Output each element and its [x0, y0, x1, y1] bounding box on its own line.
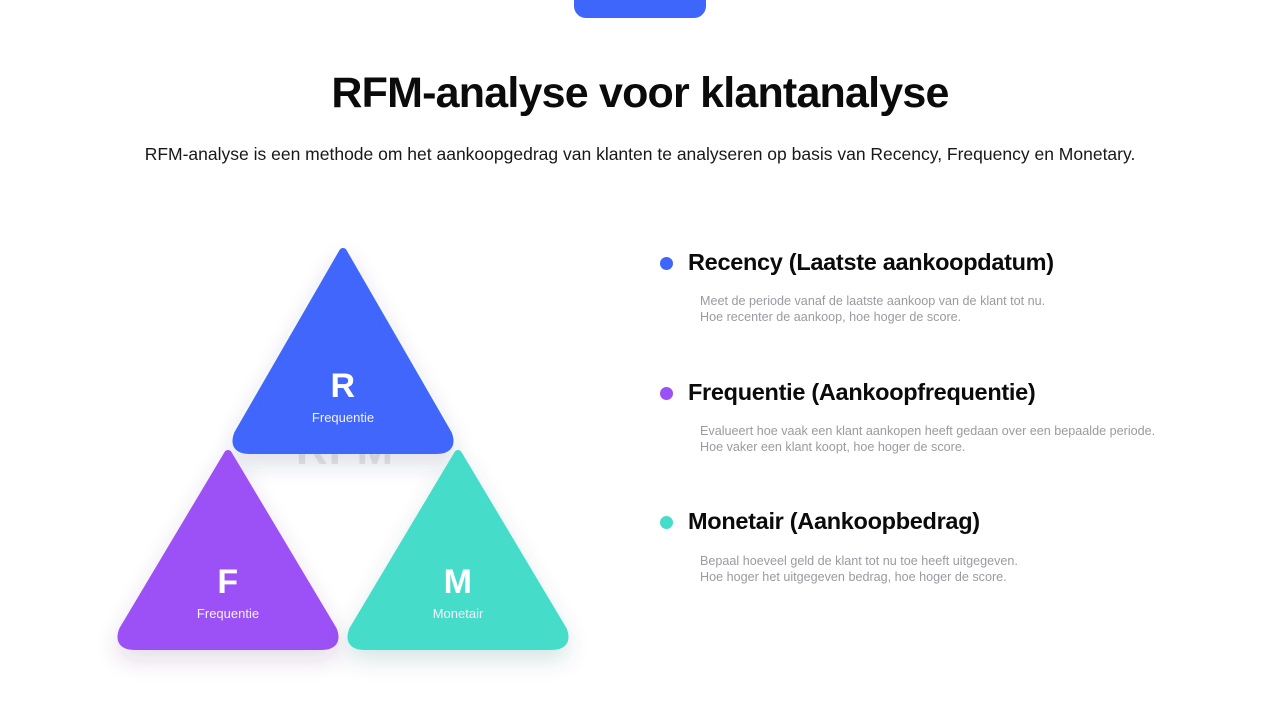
- bullet-dot-icon: [660, 257, 673, 271]
- triangle-frequentie[interactable]: F Frequentie: [117, 450, 339, 650]
- list-item-header: Frequentie (Aankoopfrequentie): [660, 378, 1200, 407]
- list-item-description: Meet de periode vanaf de laatste aankoop…: [700, 293, 1200, 325]
- description-line-2: Hoe recenter de aankoop, hoe hoger de sc…: [700, 310, 962, 325]
- triangle-letter: R: [330, 366, 356, 405]
- rfm-triangle-diagram: R F M R Frequentie: [100, 240, 590, 660]
- triangle-frequentie-shape: [117, 450, 339, 650]
- triangle-recency-content: R Frequentie: [311, 366, 375, 454]
- triangle-recency[interactable]: R Frequentie: [232, 248, 454, 454]
- description-line-2: Hoe hoger het uitgegeven bedrag, hoe hog…: [700, 569, 1007, 584]
- description-line-1: Bepaal hoeveel geld de klant tot nu toe …: [700, 553, 1018, 568]
- bullet-dot-icon: [660, 516, 673, 530]
- page-title: RFM-analyse voor klantanalyse: [331, 69, 949, 117]
- list-item-header: Recency (Laatste aankoopdatum): [660, 248, 1200, 277]
- triangle-sublabel: Monetair: [432, 606, 484, 622]
- rfm-definition-list: Recency (Laatste aankoopdatum) Meet de p…: [660, 248, 1200, 585]
- list-item-monetair[interactable]: Monetair (Aankoopbedrag) Bepaal hoeveel …: [660, 507, 1200, 585]
- list-item-title: Recency (Laatste aankoopdatum): [688, 249, 1054, 275]
- list-item-recency[interactable]: Recency (Laatste aankoopdatum) Meet de p…: [660, 248, 1200, 326]
- list-item-title: Monetair (Aankoopbedrag): [688, 508, 980, 535]
- list-item-frequentie[interactable]: Frequentie (Aankoopfrequentie) Evalueert…: [660, 378, 1200, 456]
- list-item-title: Frequentie (Aankoopfrequentie): [688, 378, 1036, 405]
- triangle-monetair-content: M Monetair: [432, 562, 484, 650]
- triangle-letter: M: [443, 562, 473, 601]
- description-line-2: Hoe vaker een klant koopt, hoe hoger de …: [700, 440, 966, 455]
- triangle-letter: F: [217, 562, 239, 601]
- triangle-monetair[interactable]: M Monetair: [347, 450, 569, 650]
- triangle-frequentie-content: F Frequentie: [196, 562, 260, 650]
- triangle-sublabel: Frequentie: [196, 606, 260, 622]
- page-subtitle: RFM-analyse is een methode om het aankoo…: [144, 144, 1136, 164]
- triangle-monetair-shape: [347, 450, 569, 650]
- list-item-description: Bepaal hoeveel geld de klant tot nu toe …: [700, 553, 1200, 585]
- description-line-1: Evalueert hoe vaak een klant aankopen he…: [700, 423, 1156, 438]
- list-item-description: Evalueert hoe vaak een klant aankopen he…: [700, 423, 1200, 455]
- bullet-dot-icon: [660, 386, 673, 400]
- top-cropped-pill[interactable]: [574, 0, 706, 18]
- description-line-1: Meet de periode vanaf de laatste aankoop…: [700, 294, 1046, 309]
- triangle-sublabel: Frequentie: [311, 410, 375, 426]
- triangle-recency-shape: [232, 248, 454, 454]
- list-item-header: Monetair (Aankoopbedrag): [660, 507, 1200, 536]
